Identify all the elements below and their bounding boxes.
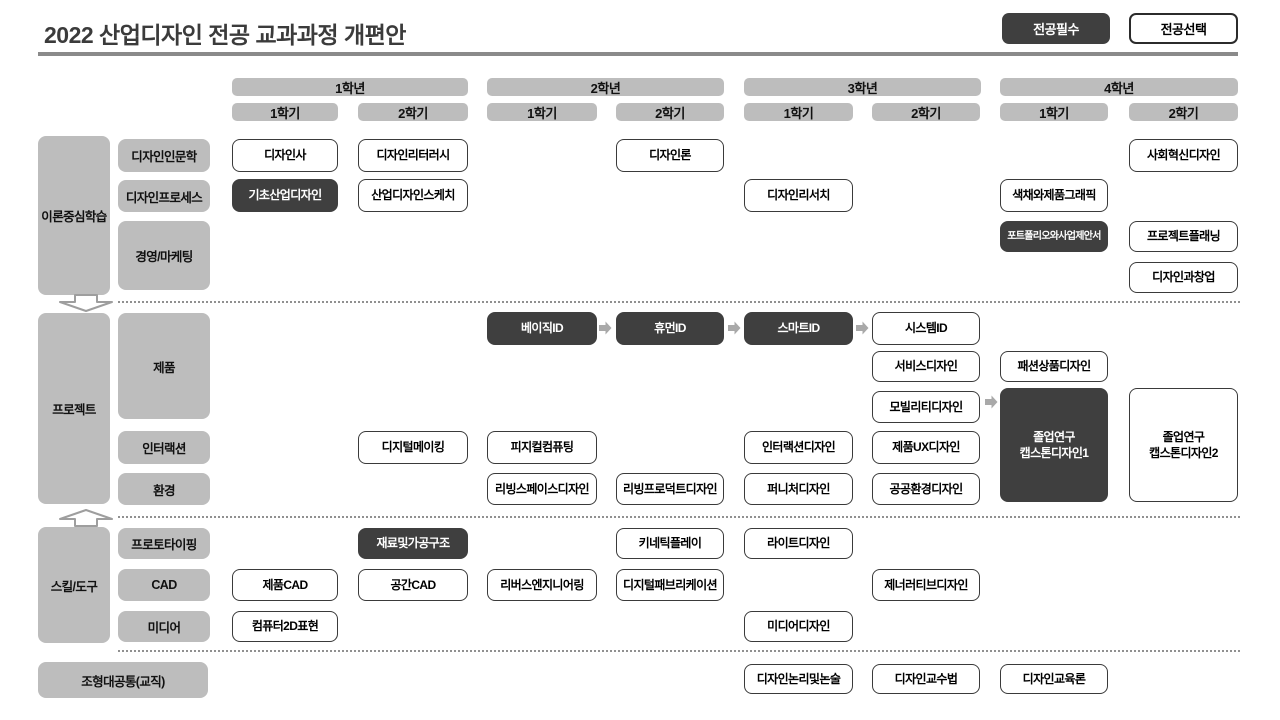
- course-box: 디자인교육론: [1000, 664, 1108, 694]
- section-label-project: 프로젝트: [38, 313, 110, 504]
- course-box: 디지털패브리케이션: [616, 569, 724, 601]
- semester-header: 2학기: [872, 103, 980, 121]
- course-box: 베이직ID: [487, 312, 597, 345]
- page-title: 2022 산업디자인 전공 교과과정 개편안: [44, 22, 406, 48]
- section-divider: [118, 301, 1240, 303]
- course-box: 휴먼ID: [616, 312, 724, 345]
- category-label: 경영/마케팅: [118, 221, 210, 290]
- course-box: 포트폴리오와사업제안서: [1000, 221, 1108, 252]
- course-box: 패션상품디자인: [1000, 351, 1108, 382]
- common-section-label: 조형대공통(교직): [38, 662, 208, 698]
- course-box: 인터랙션디자인: [744, 431, 853, 464]
- course-box: 산업디자인스케치: [358, 179, 468, 212]
- course-box: 디자인리터러시: [358, 139, 468, 172]
- course-box: 디자인논리및논술: [744, 664, 853, 694]
- course-box: 사회혁신디자인: [1129, 139, 1238, 172]
- course-box: 라이트디자인: [744, 528, 853, 559]
- category-label: 제품: [118, 313, 210, 419]
- course-box: 리빙프로덕트디자인: [616, 473, 724, 505]
- course-box: 졸업연구 캡스톤디자인1: [1000, 388, 1108, 502]
- flow-arrow-icon: [599, 321, 612, 335]
- course-box: 퍼니처디자인: [744, 473, 853, 505]
- course-box: 스마트ID: [744, 312, 853, 345]
- semester-header: 1학기: [744, 103, 853, 121]
- section-label-theory: 이론중심학습: [38, 136, 110, 295]
- legend-elective-badge: 전공선택: [1129, 13, 1238, 44]
- course-box: 피지컬컴퓨팅: [487, 431, 597, 464]
- year-header: 1학년: [232, 78, 468, 96]
- semester-header: 1학기: [232, 103, 338, 121]
- section-divider: [118, 516, 1240, 518]
- course-box: 디자인리서치: [744, 179, 853, 212]
- flow-arrow-icon: [985, 395, 998, 409]
- section-up-arrow-icon: [58, 509, 114, 527]
- year-header: 2학년: [487, 78, 724, 96]
- flow-arrow-icon: [728, 321, 741, 335]
- course-box: 디지털메이킹: [358, 431, 468, 464]
- title-divider: [38, 52, 1238, 56]
- course-box: 리빙스페이스디자인: [487, 473, 597, 505]
- course-box: 제품CAD: [232, 569, 338, 601]
- course-box: 기초산업디자인: [232, 179, 338, 212]
- course-box: 미디어디자인: [744, 611, 853, 642]
- semester-header: 2학기: [616, 103, 724, 121]
- course-box: 키네틱플레이: [616, 528, 724, 559]
- category-label: 디자인인문학: [118, 139, 210, 172]
- semester-header: 2학기: [1129, 103, 1238, 121]
- semester-header: 2학기: [358, 103, 468, 121]
- flow-arrow-icon: [856, 321, 869, 335]
- category-label: CAD: [118, 569, 210, 601]
- year-header: 3학년: [744, 78, 981, 96]
- legend-required-badge: 전공필수: [1002, 13, 1110, 44]
- course-box: 제너러티브디자인: [872, 569, 980, 601]
- section-divider: [118, 650, 1240, 652]
- course-box: 디자인론: [616, 139, 724, 172]
- course-box: 컴퓨터2D표현: [232, 611, 338, 642]
- course-box: 리버스엔지니어링: [487, 569, 597, 601]
- category-label: 환경: [118, 473, 210, 505]
- course-box: 디자인사: [232, 139, 338, 172]
- category-label: 프로토타이핑: [118, 528, 210, 559]
- course-box: 모빌리티디자인: [872, 391, 980, 423]
- course-box: 공공환경디자인: [872, 473, 980, 505]
- course-box: 디자인교수법: [872, 664, 980, 694]
- category-label: 미디어: [118, 611, 210, 642]
- course-box: 제품UX디자인: [872, 431, 980, 464]
- section-label-skill: 스킬/도구: [38, 527, 110, 643]
- course-box: 디자인과창업: [1129, 262, 1238, 293]
- course-box: 프로젝트플래닝: [1129, 221, 1238, 252]
- category-label: 인터랙션: [118, 431, 210, 464]
- course-box: 시스템ID: [872, 312, 980, 345]
- semester-header: 1학기: [487, 103, 597, 121]
- course-box: 공간CAD: [358, 569, 468, 601]
- course-box: 졸업연구 캡스톤디자인2: [1129, 388, 1238, 502]
- semester-header: 1학기: [1000, 103, 1108, 121]
- year-header: 4학년: [1000, 78, 1238, 96]
- course-box: 서비스디자인: [872, 351, 980, 382]
- course-box: 재료및가공구조: [358, 528, 468, 559]
- course-box: 색채와제품그래픽: [1000, 179, 1108, 212]
- section-down-arrow-icon: [58, 294, 114, 312]
- category-label: 디자인프로세스: [118, 180, 210, 212]
